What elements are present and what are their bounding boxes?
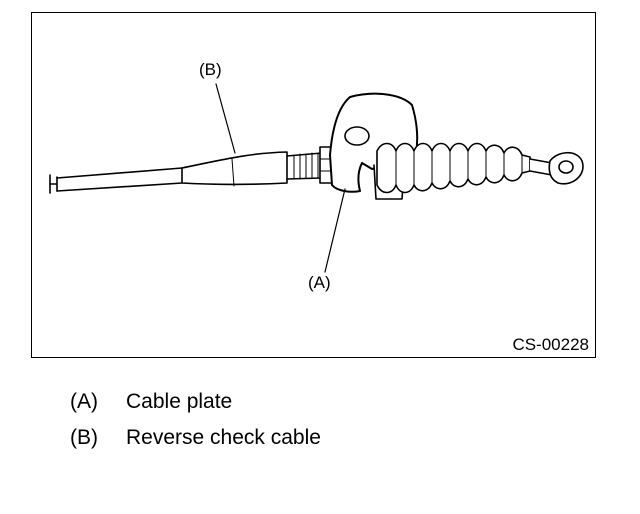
leader-line-b bbox=[215, 83, 236, 154]
figure-id: CS-00228 bbox=[512, 335, 589, 354]
rubber-boot bbox=[376, 142, 531, 194]
cable-illustration bbox=[49, 83, 584, 273]
leader-line-a bbox=[324, 188, 346, 273]
legend-key: (B) bbox=[70, 426, 98, 449]
threaded-rod bbox=[286, 152, 323, 180]
rod-eye-hole bbox=[558, 160, 574, 174]
legend-text: Cable plate bbox=[126, 390, 233, 413]
legend-item: (B) Reverse check cable bbox=[70, 425, 321, 461]
plate-hole bbox=[344, 126, 370, 146]
legend-key: (A) bbox=[70, 390, 98, 413]
reverse-check-cable-sleeve bbox=[181, 151, 288, 186]
callout-label-a: (A) bbox=[308, 273, 331, 292]
sleeve-seam bbox=[231, 158, 235, 187]
legend: (A) Cable plate (B) Reverse check cable bbox=[70, 389, 321, 461]
legend-item: (A) Cable plate bbox=[70, 389, 321, 425]
diagram-frame: (B) (A) CS-00228 bbox=[31, 12, 596, 358]
callout-label-b: (B) bbox=[199, 60, 222, 79]
legend-text: Reverse check cable bbox=[126, 426, 321, 449]
cable-end-stub bbox=[49, 174, 58, 194]
cable-line bbox=[56, 167, 183, 192]
